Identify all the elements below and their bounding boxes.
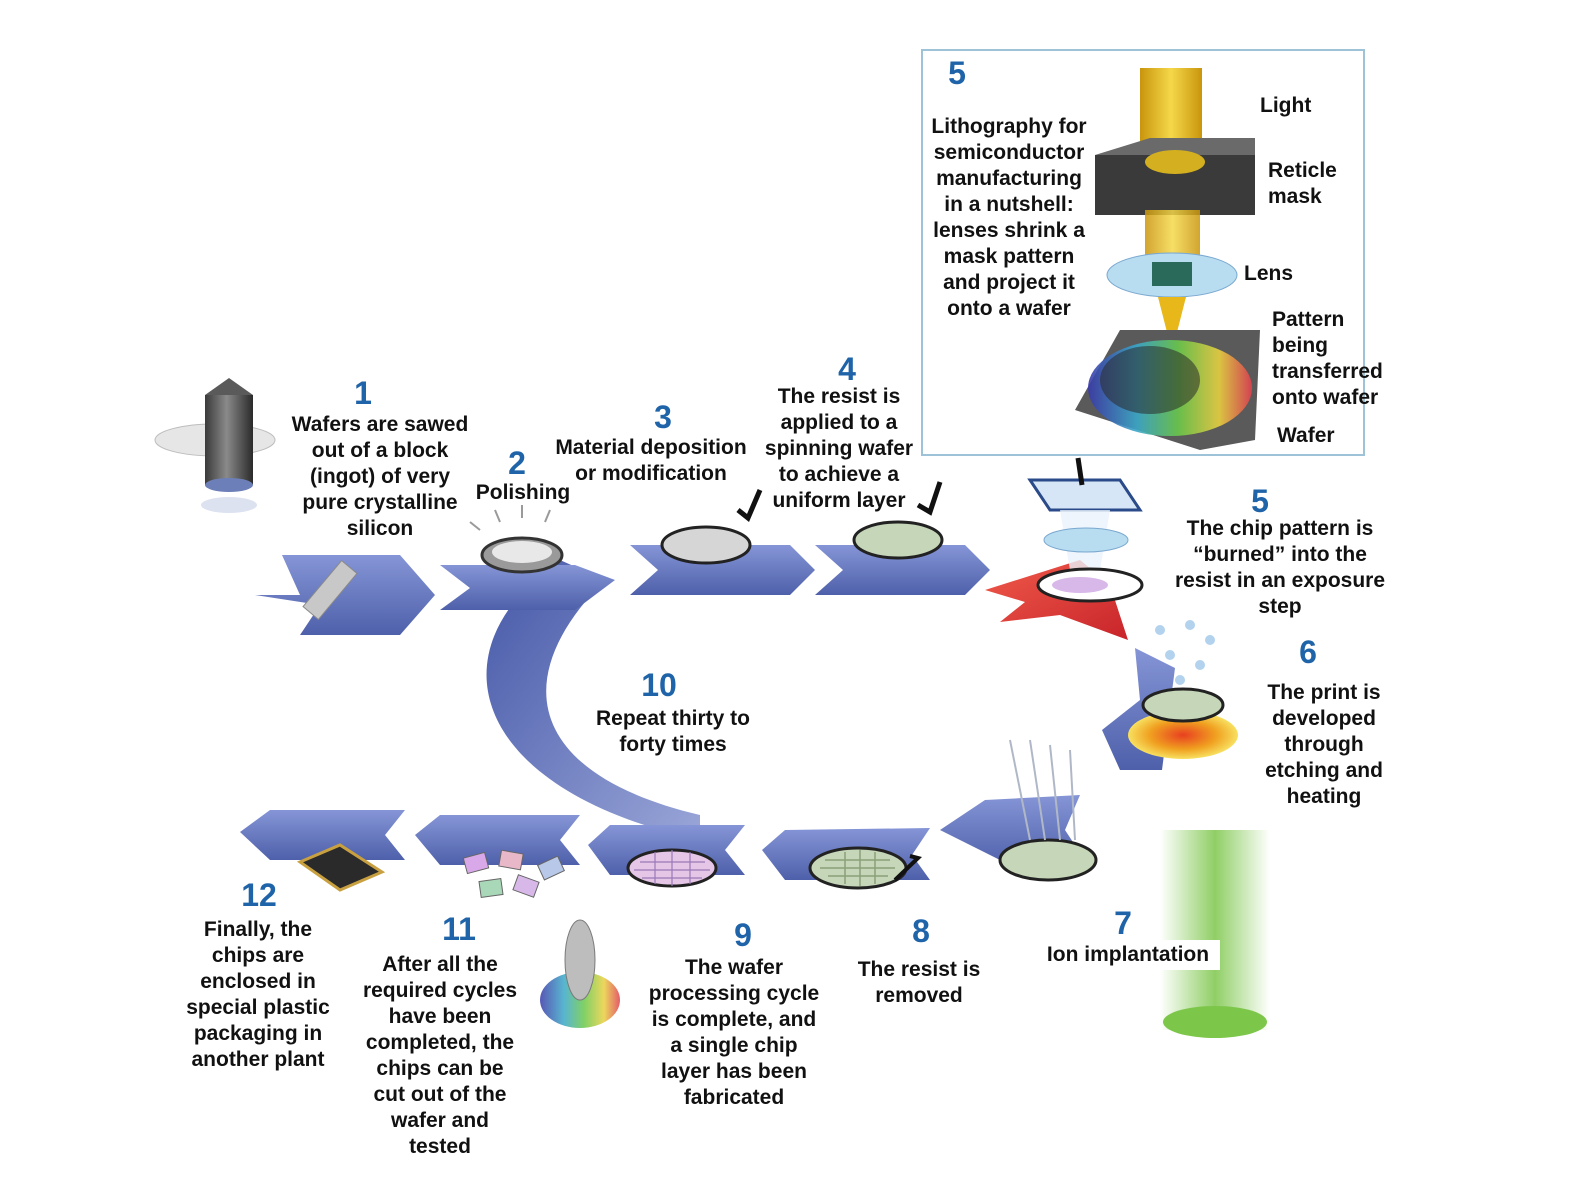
finished-wafer-icon	[626, 848, 718, 888]
step-12-text: Finally, the chips are enclosed in speci…	[186, 918, 330, 1071]
spin-coat-wafer-icon	[852, 481, 944, 560]
step-10-number: 10	[641, 667, 677, 703]
step-1-number: 1	[354, 375, 372, 411]
step-12-number: 12	[241, 877, 277, 913]
arrow-step-2	[440, 565, 615, 610]
step-8-number: 8	[912, 913, 930, 949]
arrow-step-11	[415, 815, 580, 865]
step-3-text: Material deposition or modification	[555, 436, 747, 485]
diced-chips-icon	[462, 849, 620, 1028]
step-11-text: After all the required cycles have been …	[362, 953, 518, 1158]
arrow-step-1	[255, 555, 435, 635]
step-9-number: 9	[734, 917, 752, 953]
inset-label-light: Light	[1260, 94, 1312, 117]
step-9-text: The wafer processing cycle is complete, …	[648, 956, 820, 1109]
step-6-number: 6	[1299, 634, 1317, 670]
step-1-text: Wafers are sawed out of a block (ingot) …	[291, 413, 469, 540]
step-2-number: 2	[508, 445, 526, 481]
inset-caption: Lithography for semiconductor manufactur…	[931, 115, 1087, 320]
step-11-number: 11	[442, 911, 476, 947]
inset-label-lens: Lens	[1244, 262, 1294, 285]
exposure-icon	[1027, 457, 1144, 603]
arrow-step-4	[815, 545, 990, 595]
step-5-text: The chip pattern is “burned” into the re…	[1174, 517, 1386, 618]
inset-label-wafer: Wafer	[1277, 424, 1335, 447]
repeat-loop-arc	[486, 560, 700, 840]
step-5-number: 5	[1251, 483, 1269, 519]
step-6-text: The print is developed through etching a…	[1265, 681, 1383, 808]
develop-wafer-icon	[1128, 620, 1238, 759]
ion-beam-icon	[1160, 830, 1270, 1038]
step-2-text: Polishing	[475, 481, 571, 504]
inset-step-number: 5	[948, 55, 966, 91]
step-8-text: The resist is removed	[857, 958, 981, 1007]
implant-wafer-icon	[998, 739, 1098, 882]
strip-resist-wafer-icon	[808, 846, 923, 890]
step-7-number: 7	[1114, 905, 1132, 941]
packaged-chip-icon	[296, 843, 386, 892]
polishing-wafer-icon	[469, 505, 564, 574]
step-10-text: Repeat thirty to forty times	[595, 707, 750, 756]
step-3-number: 3	[654, 399, 672, 435]
step-4-text: The resist is applied to a spinning wafe…	[764, 385, 914, 512]
inset-label-pattern: Pattern being transferred onto wafer	[1272, 308, 1383, 409]
lithography-inset	[921, 49, 1365, 456]
step-7-text: Ion implantation	[1036, 940, 1220, 970]
deposition-wafer-icon	[660, 489, 763, 565]
step-4-number: 4	[838, 351, 856, 387]
ingot-saw-icon	[154, 378, 358, 621]
arrow-step-12	[240, 810, 405, 860]
inset-label-reticle: Reticle mask	[1268, 159, 1337, 208]
